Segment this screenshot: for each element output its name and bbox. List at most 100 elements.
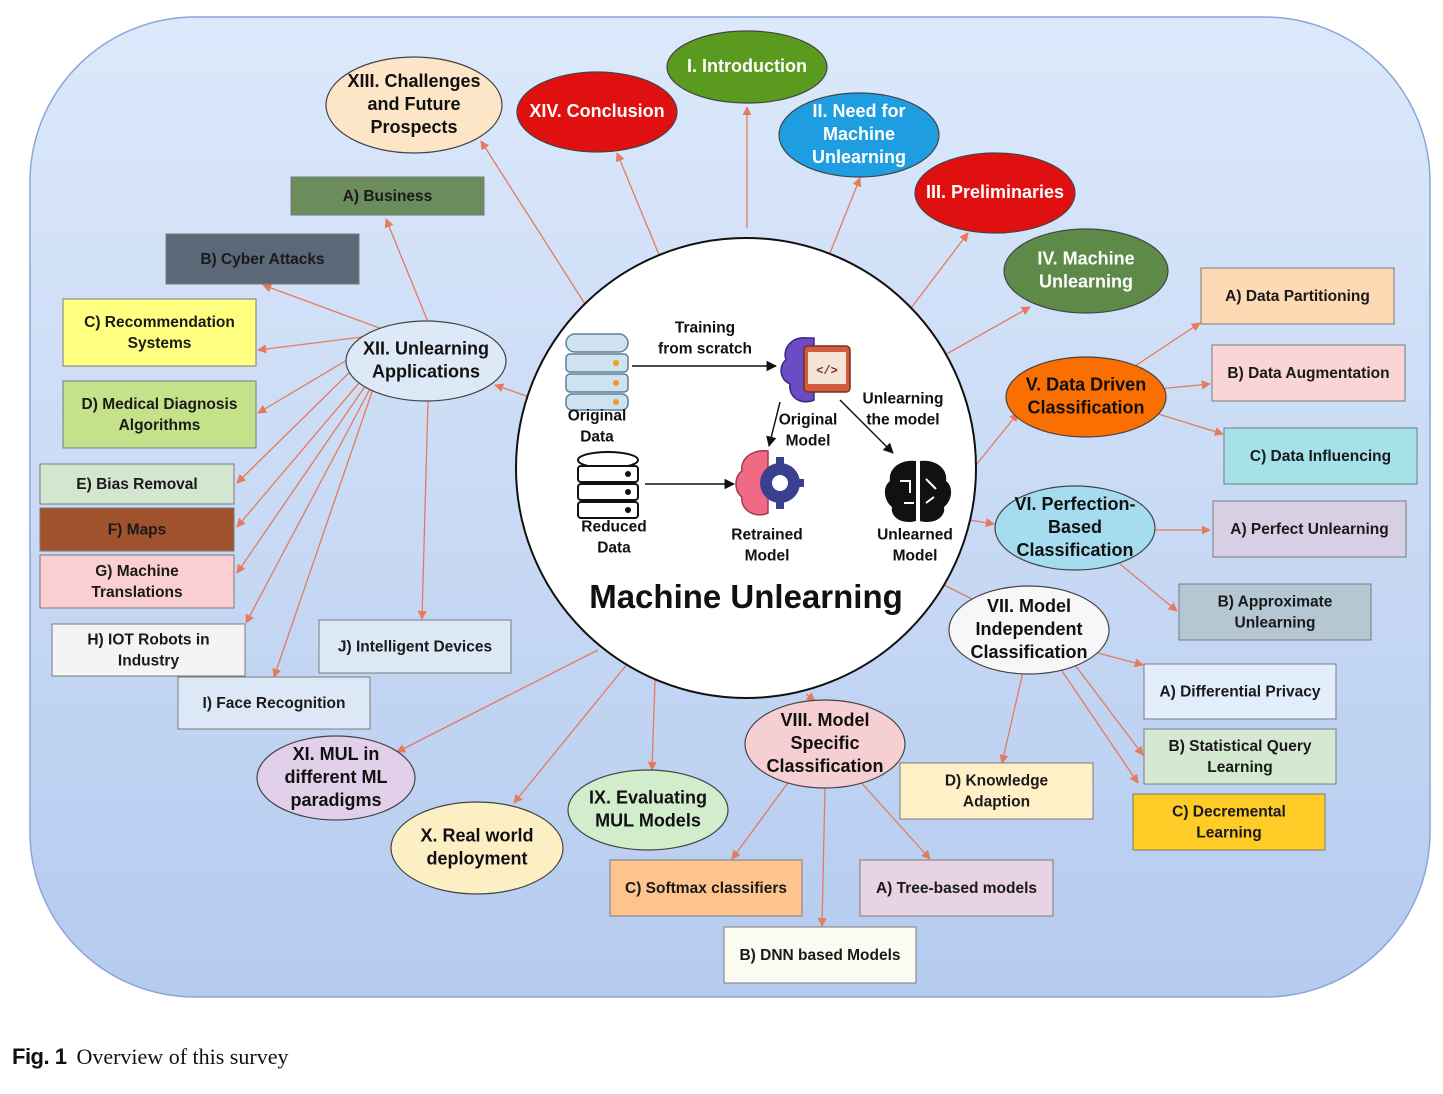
section-ellipse	[994, 485, 1156, 571]
center-label-reduced-data: Data	[597, 540, 631, 557]
section-label: III. Preliminaries	[926, 182, 1064, 202]
section-prelim[interactable]: III. Preliminaries	[914, 152, 1076, 234]
center-label-unlearned-model: Unlearned	[877, 527, 953, 544]
subtopic-box	[1223, 427, 1418, 485]
subtopic-box	[62, 298, 257, 367]
subtopic-dnn[interactable]: B) DNN based Models	[723, 926, 917, 984]
subtopic-box	[39, 463, 235, 505]
connector-arrows	[236, 106, 1224, 927]
subtopic-augment[interactable]: B) Data Augmentation	[1211, 344, 1406, 402]
section-label: Machine	[823, 124, 895, 144]
original-model-icon: </>	[780, 337, 851, 403]
section-label: VI. Perfection-	[1014, 494, 1135, 514]
section-label: IV. Machine	[1037, 248, 1134, 268]
subtopic-label: A) Data Partitioning	[1225, 288, 1370, 305]
section-conclusion[interactable]: XIV. Conclusion	[516, 71, 678, 153]
subtopic-influence[interactable]: C) Data Influencing	[1223, 427, 1418, 485]
connector-arrow	[513, 662, 629, 804]
subtopic-perfect[interactable]: A) Perfect Unlearning	[1212, 500, 1407, 558]
center-label-retrained-model: Retrained	[731, 527, 803, 544]
connector-arrow	[245, 386, 372, 624]
section-ellipse	[914, 152, 1076, 234]
section-label: X. Real world	[420, 825, 533, 845]
subtopic-label: A) Differential Privacy	[1159, 684, 1320, 701]
connector-arrow	[999, 671, 1024, 764]
subtopic-label: E) Bias Removal	[76, 476, 197, 493]
connector-arrow	[907, 232, 969, 313]
center-label-original-model: Model	[786, 433, 831, 450]
subtopic-box	[859, 859, 1054, 917]
retrained-model-icon	[735, 450, 804, 516]
subtopic-devices[interactable]: J) Intelligent Devices	[318, 619, 512, 674]
section-label: II. Need for	[812, 101, 905, 121]
connector-arrow	[236, 366, 356, 484]
subtopic-maps[interactable]: F) Maps	[39, 507, 235, 552]
subtopic-label: B) Approximate	[1218, 594, 1333, 611]
connector-arrow	[857, 778, 931, 860]
subtopic-face[interactable]: I) Face Recognition	[177, 676, 371, 730]
reduced-data-icon	[577, 451, 639, 519]
connector-arrow	[396, 649, 599, 753]
section-ellipse	[325, 56, 503, 154]
connector-arrow	[494, 383, 533, 399]
subtopic-business[interactable]: A) Business	[290, 176, 485, 216]
connector-arrow	[417, 400, 429, 620]
connector-arrow	[1093, 651, 1144, 668]
connector-arrow	[1074, 664, 1144, 756]
section-label: Unlearning	[1039, 271, 1133, 291]
subtopic-box	[62, 380, 257, 449]
subtopic-box	[1143, 663, 1337, 720]
subtopic-cyber[interactable]: B) Cyber Attacks	[165, 233, 360, 285]
subtopic-tree[interactable]: A) Tree-based models	[859, 859, 1054, 917]
subtopic-box	[165, 233, 360, 285]
connector-arrow	[647, 679, 657, 771]
subtopic-dp[interactable]: A) Differential Privacy	[1143, 663, 1337, 720]
subtopic-label: Translations	[91, 584, 182, 601]
subtopic-partition[interactable]: A) Data Partitioning	[1200, 267, 1395, 325]
original-data-icon	[565, 333, 629, 411]
section-intro[interactable]: I. Introduction	[666, 30, 828, 104]
connector-arrow	[615, 152, 661, 258]
subtopic-label: Learning	[1196, 825, 1261, 842]
subtopic-label: Unlearning	[1235, 615, 1316, 632]
subtopic-box	[290, 176, 485, 216]
subtopic-box	[1143, 728, 1337, 785]
subtopic-bias[interactable]: E) Bias Removal	[39, 463, 235, 505]
subtopic-label: F) Maps	[108, 522, 167, 539]
section-ellipse	[256, 735, 416, 821]
unlearn-arrow	[839, 399, 894, 454]
subtopic-softmax[interactable]: C) Softmax classifiers	[609, 859, 803, 917]
section-label: V. Data Driven	[1026, 374, 1146, 394]
subtopic-label: D) Knowledge	[945, 773, 1049, 790]
subtopic-label: Algorithms	[119, 417, 201, 434]
subtopic-box	[1211, 344, 1406, 402]
section-ellipse	[390, 801, 564, 895]
connector-arrow	[1157, 380, 1211, 390]
center-label-unlearned-model: Model	[893, 548, 938, 565]
section-label: VII. Model	[987, 596, 1071, 616]
subtopic-label: C) Recommendation	[84, 314, 235, 331]
section-label: XIII. Challenges	[347, 71, 480, 91]
connector-arrow	[236, 381, 369, 574]
